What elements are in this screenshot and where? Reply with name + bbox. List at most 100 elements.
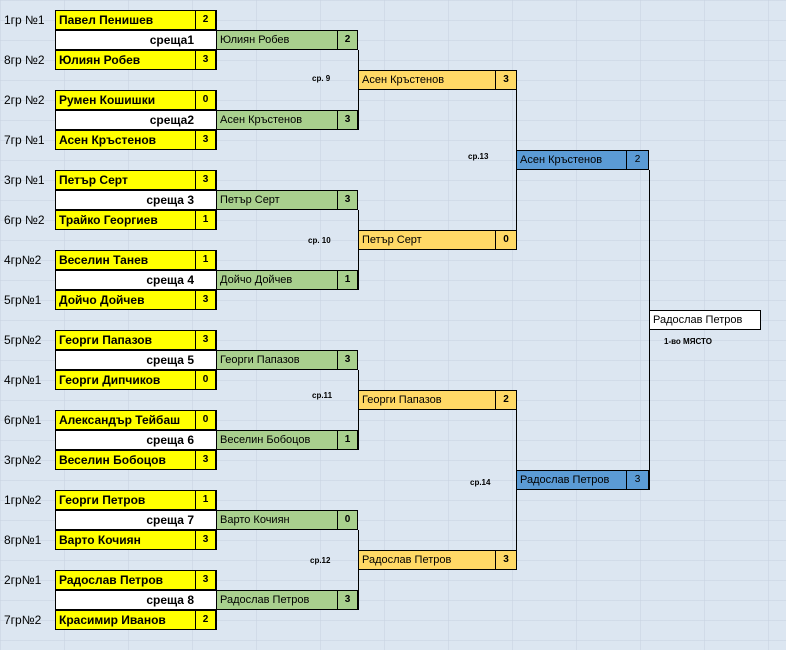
round1-winner: Георги Папазов [216, 350, 338, 370]
round2-score: 0 [495, 230, 517, 250]
bracket-connector [358, 210, 359, 290]
match-label: среща 5 [55, 350, 217, 370]
player-score: 1 [195, 490, 216, 510]
player-name: Асен Кръстенов [55, 130, 196, 150]
round2-score: 2 [495, 390, 517, 410]
player-score: 3 [195, 290, 216, 310]
player-name: Веселин Бобоцов [55, 450, 196, 470]
match-label: среща2 [55, 110, 217, 130]
group-seed-label: 4гр№1 [4, 373, 42, 387]
group-seed-label: 4гр№2 [4, 253, 42, 267]
player-name: Георги Дипчиков [55, 370, 196, 390]
group-seed-label: 7гр№2 [4, 613, 42, 627]
player-name: Варто Кочиян [55, 530, 196, 550]
match-label: среща 4 [55, 270, 217, 290]
round1-winner: Асен Кръстенов [216, 110, 338, 130]
round1-score: 3 [337, 590, 358, 610]
round3-score: 3 [626, 470, 649, 490]
match-number-label: ср.13 [468, 152, 489, 161]
round3-score: 2 [626, 150, 649, 170]
player-name: Румен Кошишки [55, 90, 196, 110]
player-score: 2 [195, 610, 216, 630]
group-seed-label: 6гр№1 [4, 413, 42, 427]
match-number-label: ср.11 [312, 391, 333, 400]
match-number-label: ср.14 [470, 478, 491, 487]
round2-winner: Георги Папазов [358, 390, 496, 410]
player-score: 1 [195, 210, 216, 230]
match-label: среща 7 [55, 510, 217, 530]
final-place-label: 1-во МЯСТО [664, 337, 712, 346]
player-score: 3 [195, 570, 216, 590]
group-seed-label: 8гр №2 [4, 53, 45, 67]
final-winner: Радослав Петров [649, 310, 761, 330]
group-seed-label: 5гр№1 [4, 293, 42, 307]
player-score: 1 [195, 250, 216, 270]
bracket-connector [216, 490, 217, 550]
player-name: Трайко Георгиев [55, 210, 196, 230]
round1-score: 3 [337, 190, 358, 210]
bracket-connector [649, 170, 650, 490]
bracket-connector [358, 530, 359, 610]
player-name: Петър Серт [55, 170, 196, 190]
player-score: 3 [195, 130, 216, 150]
match-number-label: ср. 10 [308, 236, 331, 245]
round1-winner: Веселин Бобоцов [216, 430, 338, 450]
match-number-label: ср.12 [310, 556, 331, 565]
player-score: 3 [195, 170, 216, 190]
player-score: 0 [195, 90, 216, 110]
group-seed-label: 1гр №1 [4, 13, 45, 27]
bracket-connector [216, 10, 217, 70]
match-label: среща 3 [55, 190, 217, 210]
round1-score: 2 [337, 30, 358, 50]
group-seed-label: 2гр№1 [4, 573, 42, 587]
round2-winner: Асен Кръстенов [358, 70, 496, 90]
group-seed-label: 5гр№2 [4, 333, 42, 347]
bracket-connector [216, 170, 217, 230]
round1-winner: Юлиян Робев [216, 30, 338, 50]
round1-score: 1 [337, 270, 358, 290]
round1-winner: Петър Серт [216, 190, 338, 210]
round2-score: 3 [495, 70, 517, 90]
round1-winner: Дойчо Дойчев [216, 270, 338, 290]
group-seed-label: 7гр №1 [4, 133, 45, 147]
round1-winner: Варто Кочиян [216, 510, 338, 530]
player-name: Юлиян Робев [55, 50, 196, 70]
bracket-connector [216, 250, 217, 310]
player-name: Павел Пенишев [55, 10, 196, 30]
match-label: среща 8 [55, 590, 217, 610]
match-label: среща 6 [55, 430, 217, 450]
player-name: Красимир Иванов [55, 610, 196, 630]
group-seed-label: 3гр №1 [4, 173, 45, 187]
player-name: Георги Папазов [55, 330, 196, 350]
round1-score: 1 [337, 430, 358, 450]
player-score: 3 [195, 450, 216, 470]
player-score: 2 [195, 10, 216, 30]
match-label: среща1 [55, 30, 217, 50]
group-seed-label: 3гр№2 [4, 453, 42, 467]
player-name: Георги Петров [55, 490, 196, 510]
round2-winner: Петър Серт [358, 230, 496, 250]
player-score: 0 [195, 370, 216, 390]
round1-score: 3 [337, 350, 358, 370]
player-name: Дойчо Дойчев [55, 290, 196, 310]
bracket-connector [516, 410, 517, 570]
bracket-connector [216, 90, 217, 150]
round1-score: 0 [337, 510, 358, 530]
player-name: Радослав Петров [55, 570, 196, 590]
bracket-connector [358, 50, 359, 130]
group-seed-label: 2гр №2 [4, 93, 45, 107]
round1-winner: Радослав Петров [216, 590, 338, 610]
round2-winner: Радослав Петров [358, 550, 496, 570]
group-seed-label: 8гр№1 [4, 533, 42, 547]
player-score: 0 [195, 410, 216, 430]
bracket-connector [516, 90, 517, 250]
player-score: 3 [195, 530, 216, 550]
bracket-connector [216, 570, 217, 630]
group-seed-label: 1гр№2 [4, 493, 42, 507]
bracket-connector [216, 330, 217, 390]
player-score: 3 [195, 330, 216, 350]
player-name: Александър Тейбаш [55, 410, 196, 430]
round3-winner: Радослав Петров [516, 470, 627, 490]
round2-score: 3 [495, 550, 517, 570]
player-name: Веселин Танев [55, 250, 196, 270]
